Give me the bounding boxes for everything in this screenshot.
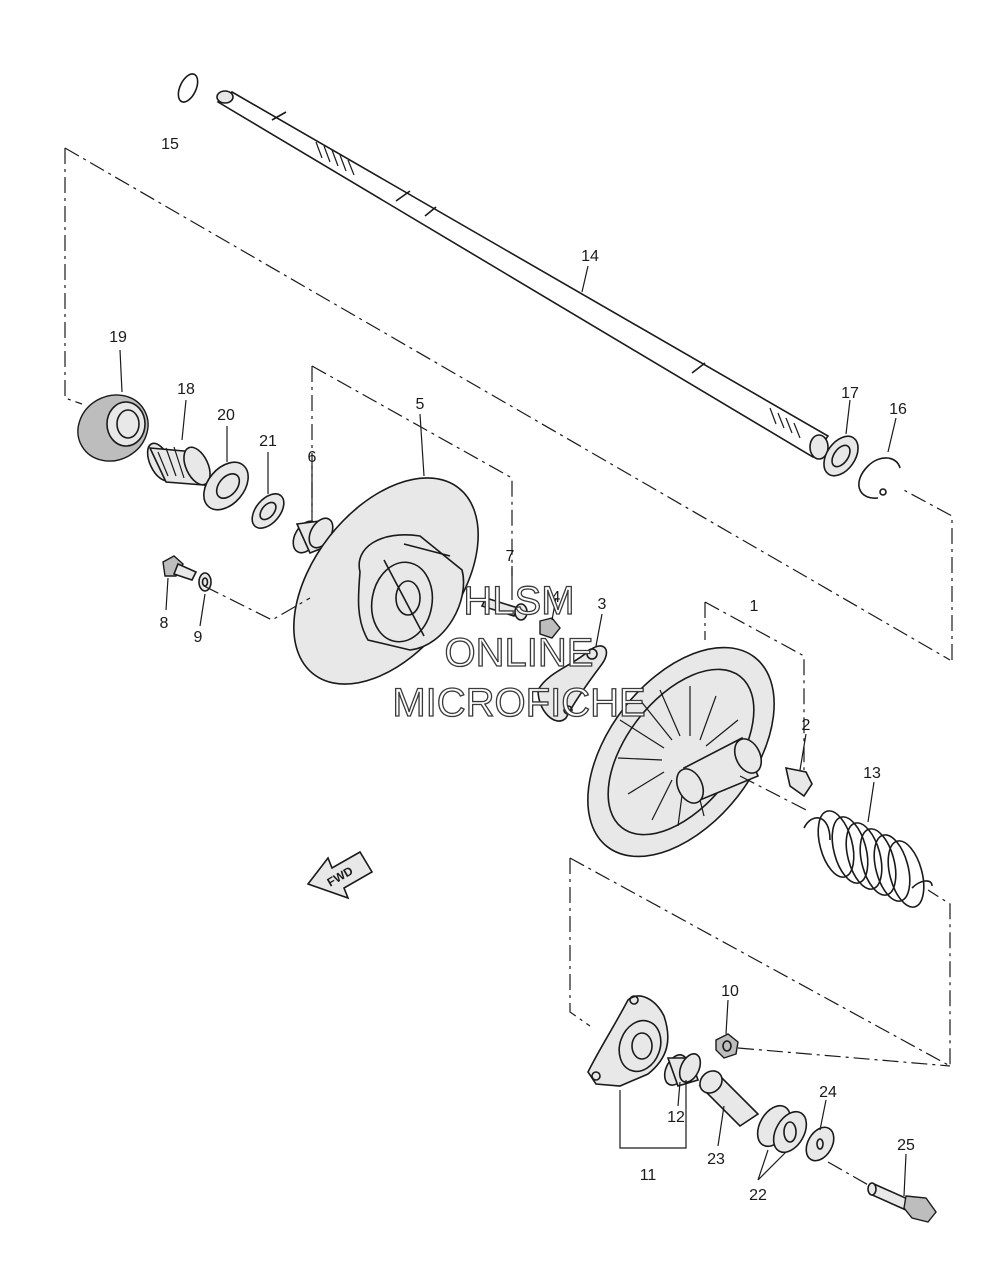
bolt-25 [867,1182,937,1223]
washer-24 [805,1126,835,1162]
callout-12: 12 [667,1109,685,1126]
callout-3: 3 [598,596,607,613]
callout-17: 17 [841,385,859,402]
callout-20: 20 [217,407,235,424]
callout-16: 16 [889,401,907,418]
o-ring-15 [177,73,199,103]
collar-23 [698,1070,760,1128]
washer-21 [251,493,285,529]
slider-weight-2 [784,766,813,798]
shaft-14 [216,90,830,460]
nut-10 [715,1033,739,1059]
watermark-line-1: HLSM [463,579,574,623]
callout-18: 18 [177,381,195,398]
callout-14: 14 [581,248,599,265]
bolt-8 [162,555,198,581]
watermark-line-3: MICROFICHE [392,681,645,725]
spacer-22 [756,1104,808,1154]
callout-13: 13 [863,765,881,782]
sliding-sheave-1 [587,646,775,858]
callout-4: 4 [552,589,561,606]
callout-8: 8 [160,615,169,632]
plate-3 [537,645,608,722]
callout-labels: 1 2 3 4 5 6 7 8 9 10 11 12 13 14 15 16 1… [109,136,915,1204]
fixed-sheave-5 [293,477,479,685]
bearing-housing-11 [587,995,669,1087]
callout-2: 2 [802,717,811,734]
castle-nut-19 [77,394,149,462]
callout-leaders [119,265,907,1197]
callout-10: 10 [721,983,739,1000]
callout-25: 25 [897,1137,915,1154]
callout-11: 11 [640,1167,657,1184]
watermark-line-2: ONLINE [445,631,594,675]
callout-22: 22 [749,1187,767,1204]
assembly-reference-lines [64,147,953,1187]
callout-1: 1 [750,598,759,615]
forward-direction-arrow: FWD [306,850,374,900]
callout-21: 21 [259,433,277,450]
circlip-16 [858,457,901,499]
bolt-7 [480,597,528,621]
spring-13 [803,810,933,908]
washer-17 [823,435,859,477]
callout-9: 9 [194,629,203,646]
bushing-12 [663,1053,702,1087]
spring-seat-18 [146,442,211,486]
callout-6: 6 [308,449,317,466]
callout-7: 7 [506,548,515,565]
callout-15: 15 [161,136,179,153]
callout-5: 5 [416,396,425,413]
nut-4 [539,617,561,639]
watermark: HLSM ONLINE MICROFICHE [392,578,647,725]
callout-24: 24 [819,1084,837,1101]
callout-19: 19 [109,329,127,346]
washer-20 [203,461,249,511]
callout-23: 23 [707,1151,725,1168]
